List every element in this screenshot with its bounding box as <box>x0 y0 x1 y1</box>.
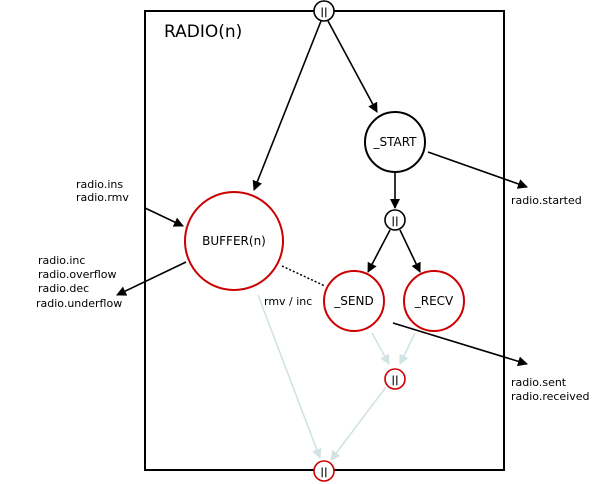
edge-buffer-to-bottom <box>257 294 322 459</box>
buffer-send-link <box>281 265 326 287</box>
edge-top-to-start <box>327 20 378 113</box>
svg-text:radio.underflow: radio.underflow <box>36 297 122 310</box>
svg-text:radio.started: radio.started <box>511 194 582 207</box>
send-state: _SEND <box>323 270 385 332</box>
svg-text:||: || <box>391 216 398 227</box>
par-top-node: || <box>313 0 335 22</box>
svg-text:||: || <box>320 467 327 478</box>
recv-state: _RECV <box>403 270 465 332</box>
svg-text:||: || <box>320 7 327 18</box>
buffer-state: BUFFER(n) <box>184 191 284 291</box>
buffer-output-labels: radio.inc radio.overflow radio.dec radio… <box>36 254 122 310</box>
faded-edges <box>257 294 416 461</box>
io-output-labels: radio.sent radio.received <box>511 376 590 403</box>
start-output-labels: radio.started <box>511 194 582 207</box>
edge-send-to-join <box>371 332 390 365</box>
external-edges <box>116 151 528 367</box>
edge-recv-to-join <box>399 332 416 365</box>
internal-edges <box>252 20 421 273</box>
svg-text:radio.received: radio.received <box>511 390 590 403</box>
edge-start-to-output <box>427 151 528 189</box>
edge-inputs-to-buffer <box>144 207 184 227</box>
edge-top-to-buffer <box>252 20 322 191</box>
par-join-node: || <box>384 368 406 390</box>
edge-buffer-to-outputs <box>116 261 187 296</box>
svg-text:radio.rmv: radio.rmv <box>76 191 129 204</box>
edge-io-to-output <box>392 322 528 367</box>
edge-mid-to-send <box>367 229 391 273</box>
edge-mid-to-recv <box>399 229 421 273</box>
svg-text:radio.overflow: radio.overflow <box>38 268 117 281</box>
svg-text:_SEND: _SEND <box>333 294 373 308</box>
svg-text:radio.dec: radio.dec <box>38 282 89 295</box>
edge-label-rmv-inc: rmv / inc <box>264 295 312 308</box>
svg-text:BUFFER(n): BUFFER(n) <box>202 234 266 248</box>
svg-text:||: || <box>391 375 398 386</box>
svg-text:radio.sent: radio.sent <box>511 376 567 389</box>
svg-text:radio.ins: radio.ins <box>76 178 123 191</box>
edge-join-to-bottom <box>330 386 387 461</box>
component-title: RADIO(n) <box>164 22 242 42</box>
start-state: _START <box>364 111 426 173</box>
svg-text:radio.inc: radio.inc <box>38 254 85 267</box>
svg-text:_START: _START <box>372 135 417 149</box>
svg-text:_RECV: _RECV <box>414 294 454 308</box>
par-bottom-node: || <box>313 460 335 482</box>
par-mid-node: || <box>384 209 406 231</box>
input-labels: radio.ins radio.rmv <box>76 178 129 204</box>
